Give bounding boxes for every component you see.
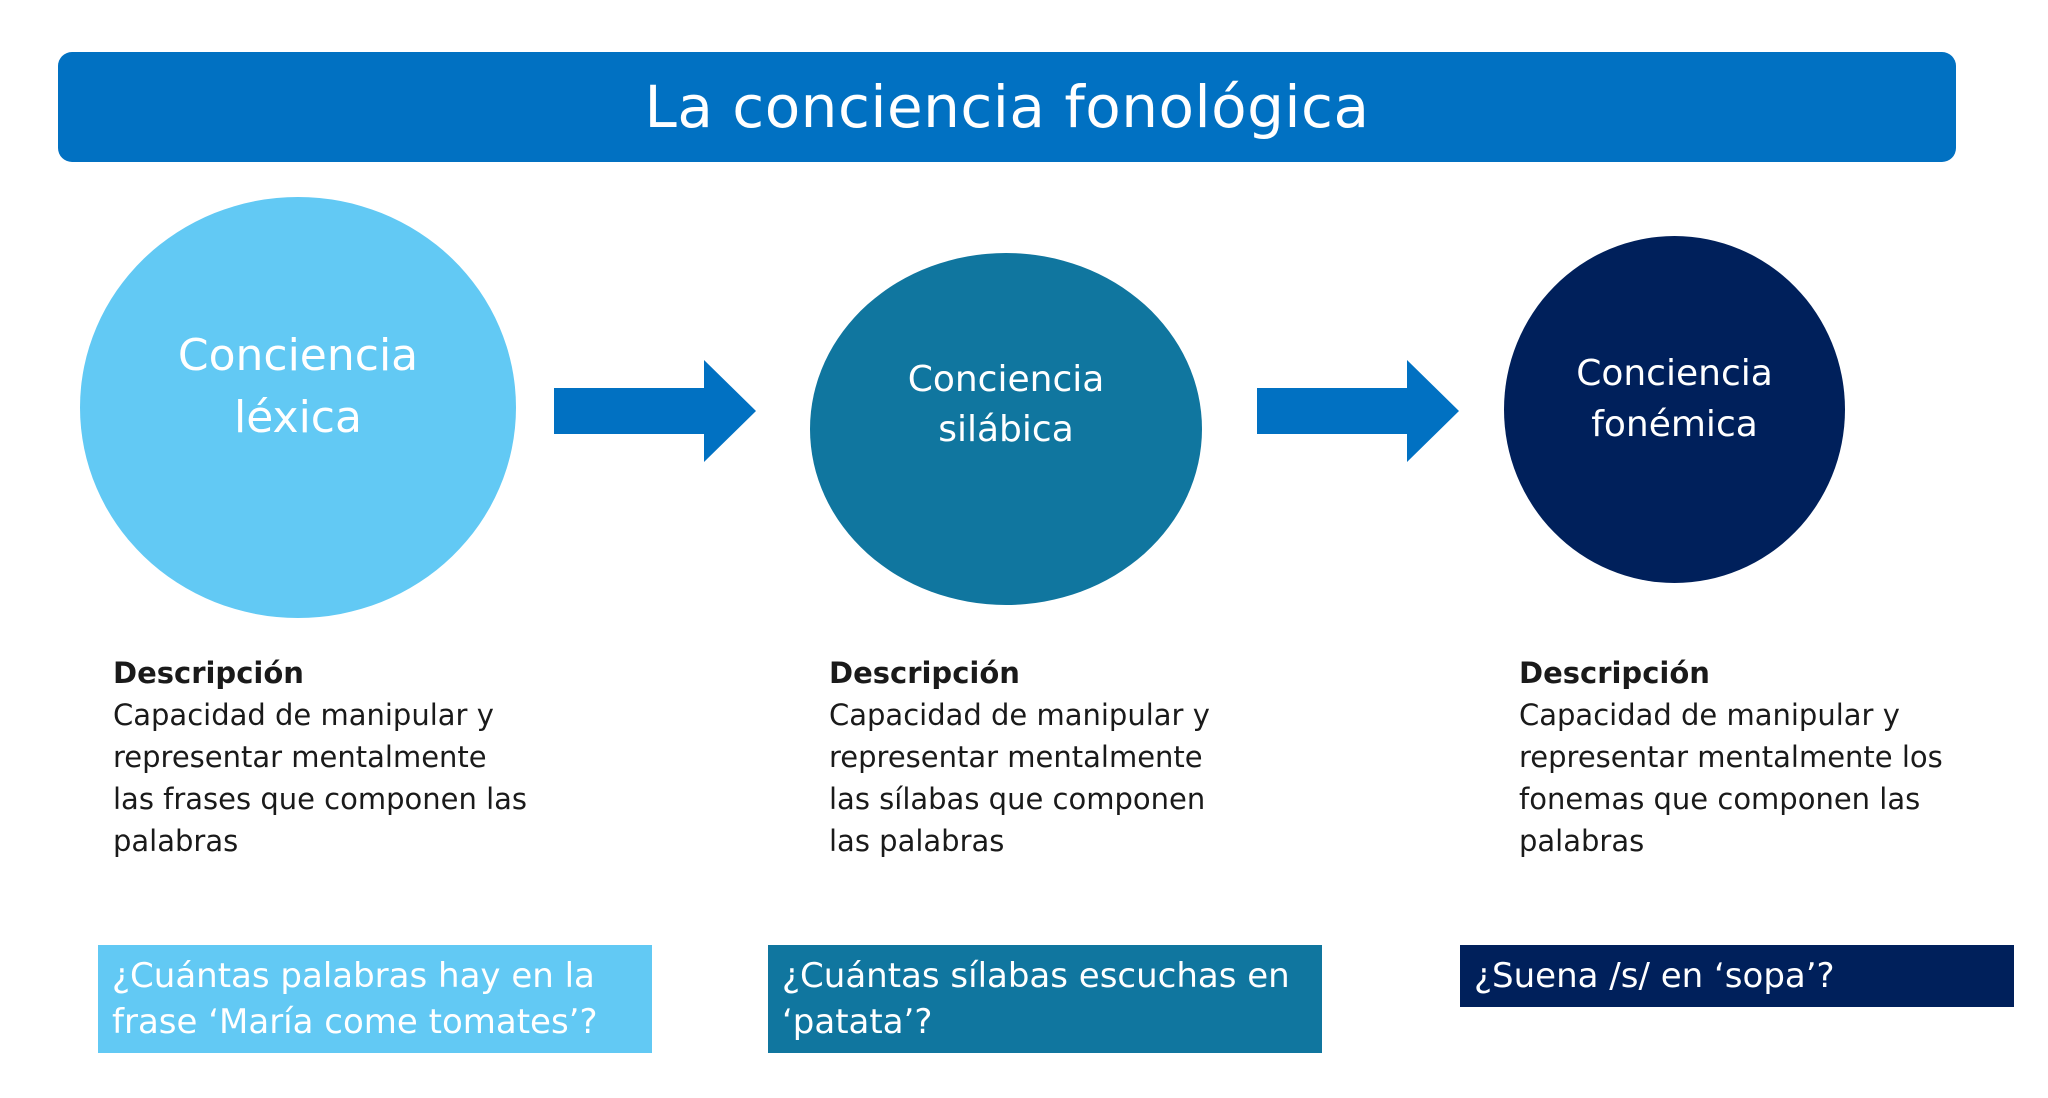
description-lexical: Descripción Capacidad de manipular y rep… <box>113 652 533 862</box>
stage-label-lexical: Conciencia léxica <box>177 329 419 443</box>
question-box-phonemic: ¿Suena /s/ en ‘sopa’? <box>1460 945 2014 1007</box>
title-banner: La conciencia fonológica <box>58 52 1956 162</box>
stage-label-syllabic: Conciencia silábica <box>907 358 1105 450</box>
stage-circle-lexical: Conciencia léxica <box>80 197 516 618</box>
description-text: Capacidad de manipular y representar men… <box>113 698 528 858</box>
question-text: ¿Suena /s/ en ‘sopa’? <box>1474 956 1835 996</box>
description-phonemic: Descripción Capacidad de manipular y rep… <box>1519 652 1979 862</box>
description-text: Capacidad de manipular y representar men… <box>829 698 1210 858</box>
question-box-lexical: ¿Cuántas palabras hay en la frase ‘María… <box>98 945 652 1053</box>
right-arrow-icon <box>554 360 756 462</box>
right-arrow-icon <box>1257 360 1459 462</box>
stage-circle-syllabic: Conciencia silábica <box>810 253 1202 605</box>
question-text: ¿Cuántas palabras hay en la frase ‘María… <box>112 956 598 1042</box>
description-syllabic: Descripción Capacidad de manipular y rep… <box>829 652 1249 862</box>
description-heading: Descripción <box>1519 656 1710 690</box>
stage-label-phonemic: Conciencia fonémica <box>1576 353 1773 445</box>
description-heading: Descripción <box>113 656 304 690</box>
question-text: ¿Cuántas sílabas escuchas en ‘patata’? <box>782 956 1290 1042</box>
description-text: Capacidad de manipular y representar men… <box>1519 698 1943 858</box>
question-box-syllabic: ¿Cuántas sílabas escuchas en ‘patata’? <box>768 945 1322 1053</box>
page-title: La conciencia fonológica <box>644 73 1370 141</box>
stage-circle-phonemic: Conciencia fonémica <box>1504 236 1845 583</box>
description-heading: Descripción <box>829 656 1020 690</box>
